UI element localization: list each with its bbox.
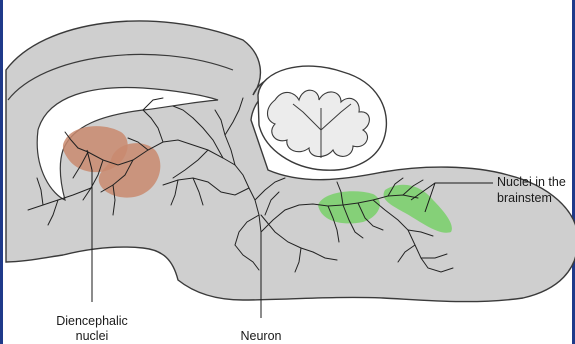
label-diencephalic-line1: Diencephalic [56,314,128,328]
label-diencephalic-line2: nuclei [76,329,109,343]
label-brainstem-line1: Nuclei in the [497,175,566,189]
label-brainstem-line2: brainstem [497,191,552,205]
brain-diagram: Diencephalic nuclei Neuron Nuclei in the… [3,0,575,344]
label-neuron: Neuron [241,329,282,343]
cerebellum [258,66,386,170]
